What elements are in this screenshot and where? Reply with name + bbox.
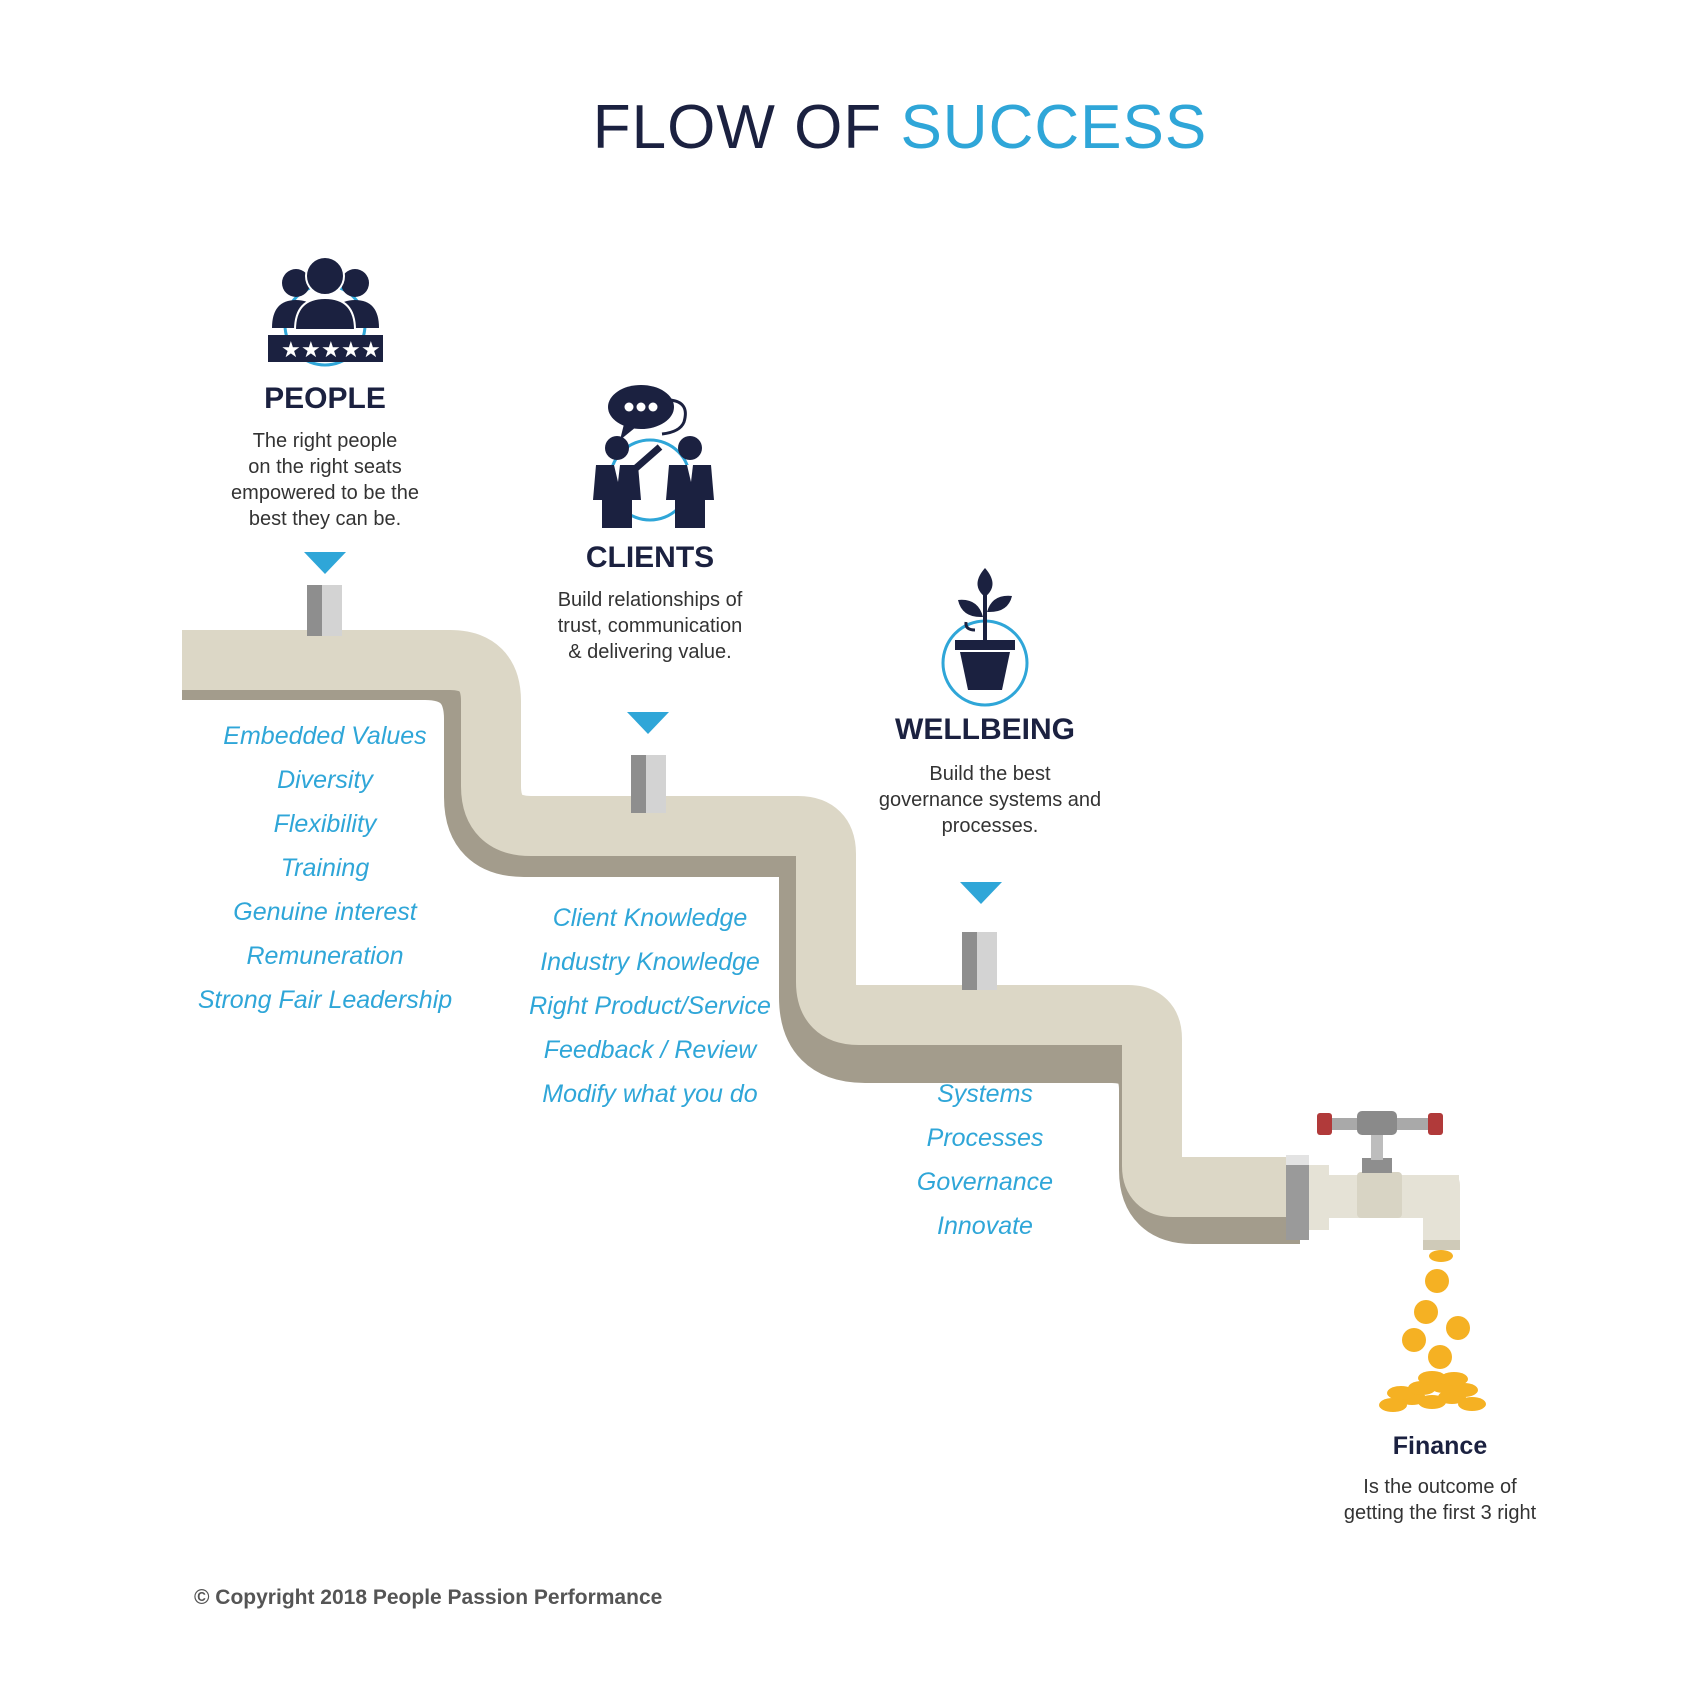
clients-description: Build relationships of trust, communicat… [515,587,785,665]
list-item: Strong Fair Leadership [197,986,453,1014]
list-item: Diversity [277,766,373,794]
list-item: Governance [916,1168,1054,1196]
clients-conversation-icon [593,385,714,528]
list-item: Flexibility [273,810,377,838]
wellbeing-description: Build the best governance systems and pr… [850,761,1130,839]
list-item: Training [280,854,370,882]
list-item: Modify what you do [542,1080,758,1108]
people-description-line: on the right seats [248,456,402,478]
people-heading: PEOPLE [264,382,386,415]
copyright-text: © Copyright 2018 People Passion Performa… [194,1586,663,1609]
people-items: Embedded Values Diversity Flexibility Tr… [175,714,475,1022]
list-item: Embedded Values [223,722,427,750]
svg-text:★: ★ [341,338,361,363]
plant-pot-icon [941,568,1029,707]
people-inlet [304,552,346,636]
list-item: Genuine interest [233,898,417,926]
clients-heading: CLIENTS [585,541,715,574]
list-item: Processes [926,1124,1044,1152]
coins-icon [1379,1250,1486,1412]
wellbeing-description-line: processes. [941,815,1039,837]
people-description-line: empowered to be the [231,482,419,504]
clients-arrow-icon [627,712,669,734]
finance-description-line: getting the first 3 right [1343,1502,1537,1524]
people-description-line: best they can be. [248,508,402,530]
title-part-2: SUCCESS [900,93,1208,162]
finance-description: Is the outcome of getting the first 3 ri… [1300,1474,1580,1526]
list-item: Systems [937,1080,1033,1108]
wellbeing-heading: WELLBEING [895,713,1075,746]
list-item: Client Knowledge [552,904,748,932]
clients-description-line: Build relationships of [557,589,743,611]
title-part-1: FLOW OF [592,93,883,162]
people-description: The right people on the right seats empo… [200,428,450,532]
pipe-body [182,630,1300,1217]
svg-text:★: ★ [321,338,341,363]
wellbeing-description-line: Build the best [929,763,1051,785]
finance-heading: Finance [1392,1432,1488,1460]
wellbeing-arrow-icon [960,882,1002,904]
people-description-line: The right people [252,430,398,452]
clients-description-line: trust, communication [557,615,743,637]
wellbeing-description-line: governance systems and [878,789,1102,811]
list-item: Innovate [937,1212,1033,1240]
wellbeing-items: Systems Processes Governance Innovate [860,1072,1110,1248]
svg-text:★: ★ [361,338,381,363]
list-item: Industry Knowledge [540,948,760,976]
finance-description-line: Is the outcome of [1363,1476,1517,1498]
page-title: FLOW OF SUCCESS [0,92,1700,163]
people-arrow-icon [304,552,346,574]
clients-description-line: & delivering value. [568,641,732,663]
faucet-icon [1286,1111,1460,1250]
list-item: Feedback / Review [543,1036,757,1064]
list-item: Remuneration [246,942,404,970]
svg-text:★: ★ [301,338,321,363]
people-rating-icon: ★ ★ ★ ★ ★ [268,256,383,367]
clients-inlet [627,712,669,813]
list-item: Right Product/Service [529,992,771,1020]
clients-items: Client Knowledge Industry Knowledge Righ… [500,896,800,1116]
wellbeing-inlet [960,882,1002,990]
svg-text:★: ★ [281,338,301,363]
